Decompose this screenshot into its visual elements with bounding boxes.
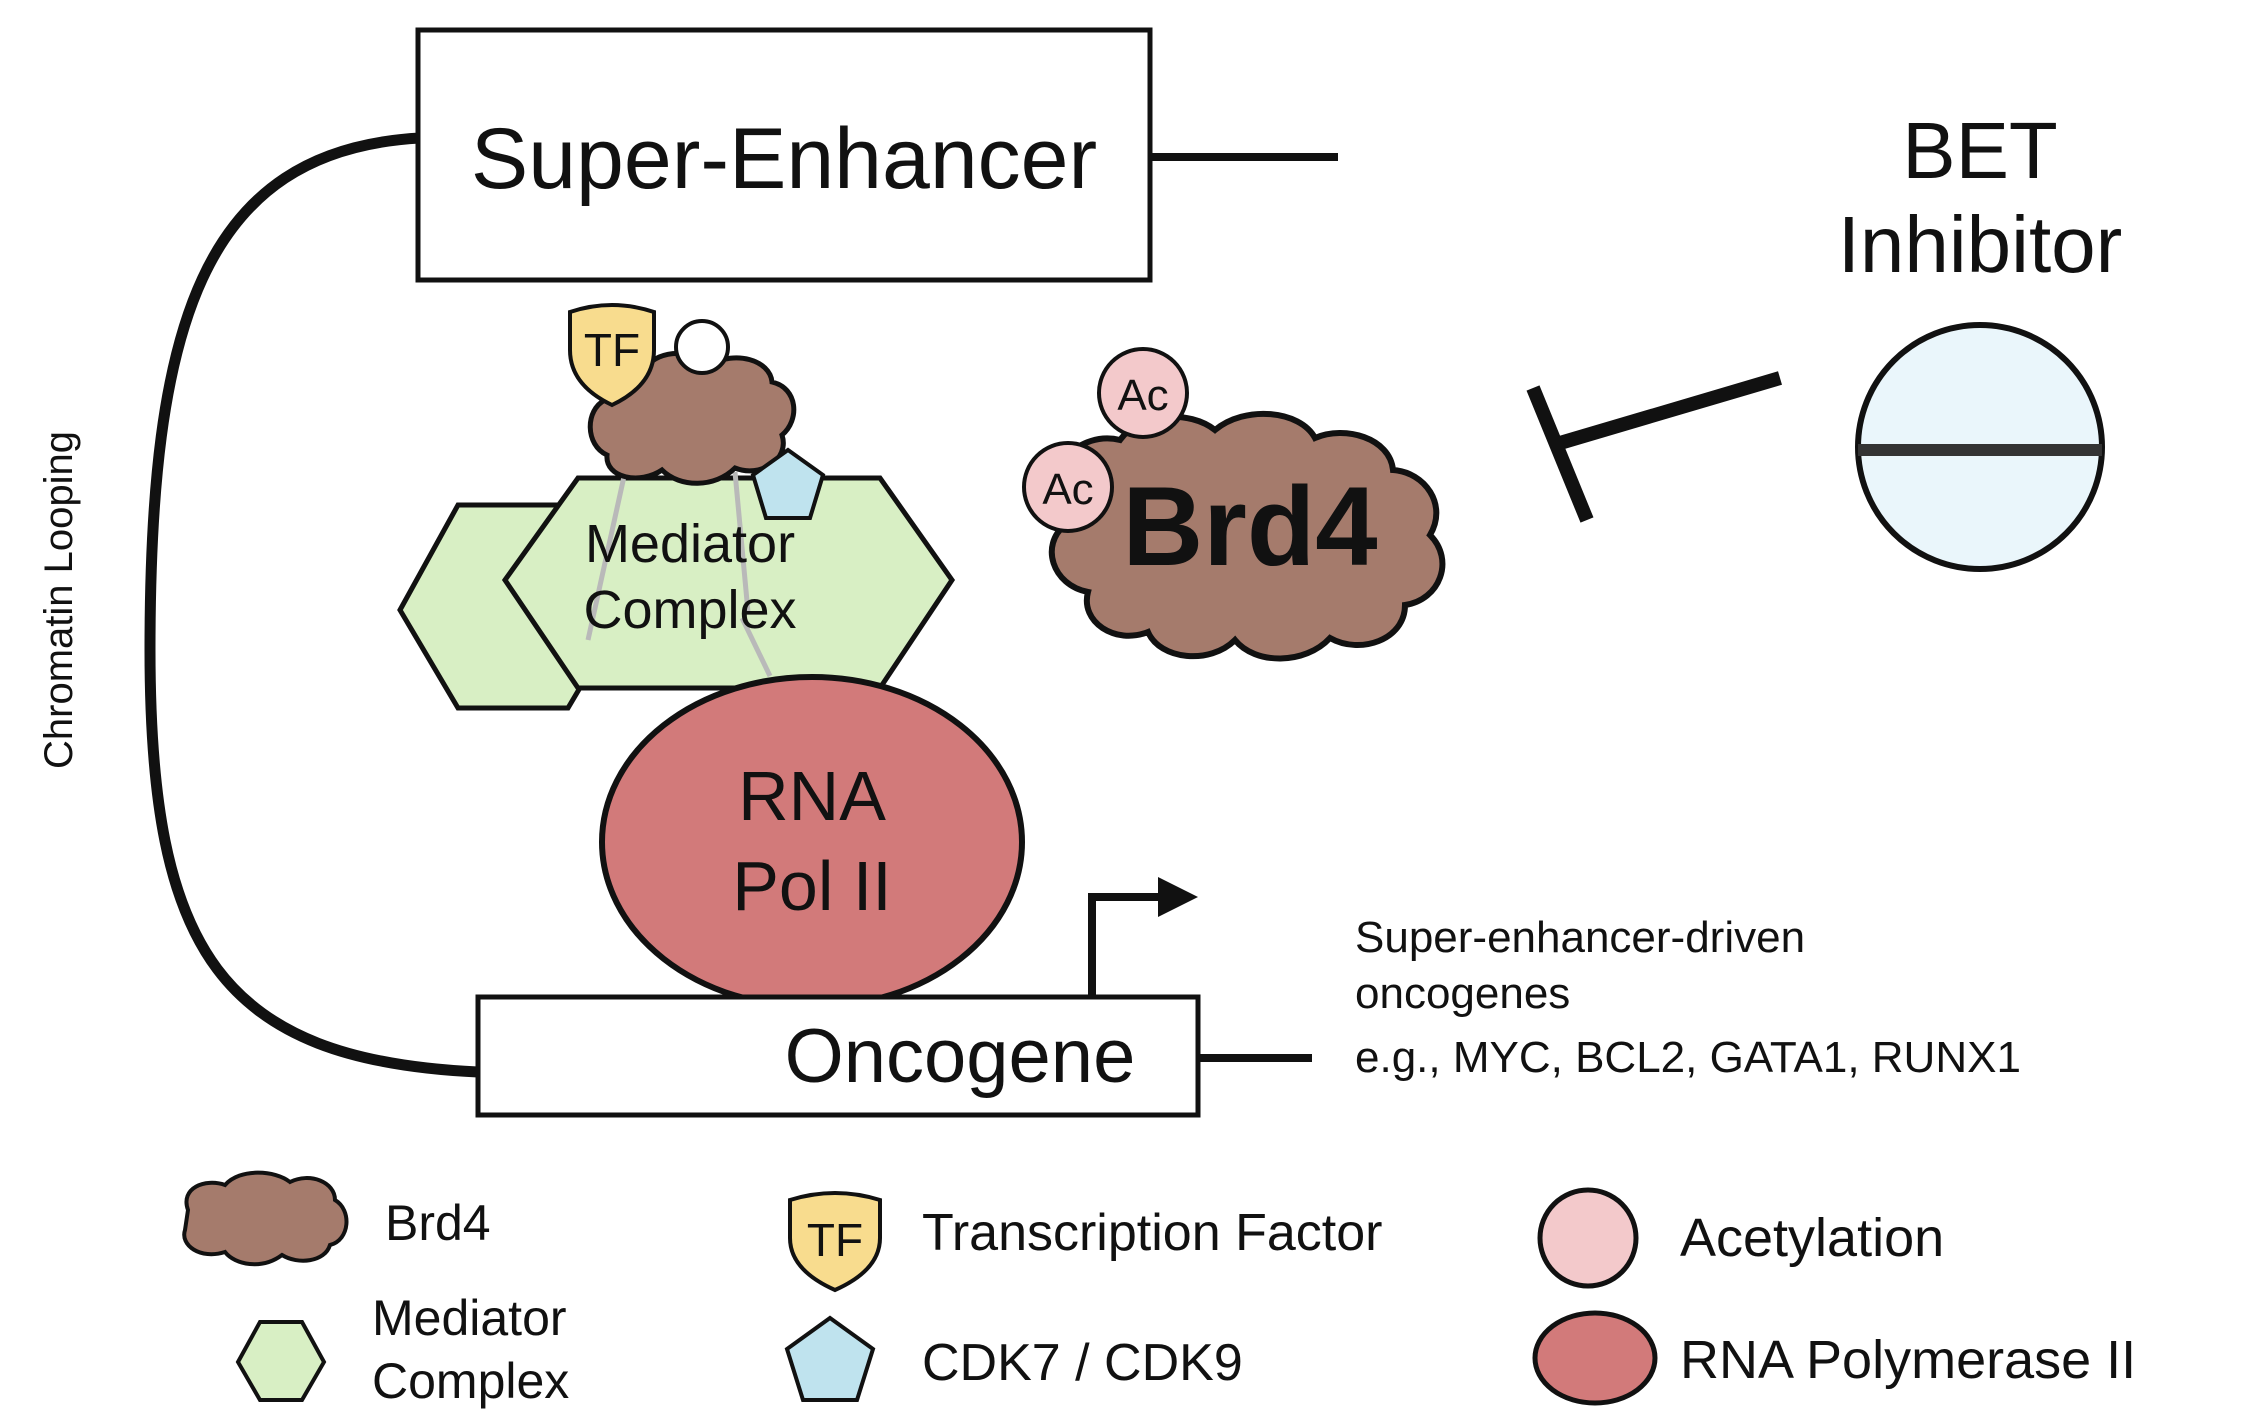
cdk-pentagon-icon [750,447,826,520]
mediator-connector [585,471,628,641]
brd4-blob-large [1048,410,1446,662]
transcription-factor-icon [568,303,656,408]
transcription-start-arrow [1088,877,1198,997]
legend-acetylation-label: Acetylation [1680,1208,1944,1268]
inhibition-bar [1526,385,1594,523]
bet-inhibitor-label-line1: BET [1902,106,2058,195]
brd4-label: Brd4 [1122,464,1377,589]
rna-pol-ii-ellipse [599,674,1025,1010]
rna-pol-ii-label-line2: Pol II [732,847,892,925]
tf-label: TF [584,324,640,376]
legend-tf-icon [788,1191,882,1293]
legend-rna-polymerase-label: RNA Polymerase II [1680,1330,2136,1390]
mediator-connector [739,616,773,678]
inhibition-line [1558,371,1782,450]
legend-brd4-icon [182,1170,349,1267]
super-enhancer-label: Super-Enhancer [471,111,1097,207]
mediator-hexagon-main [501,475,956,691]
legend-brd4-label: Brd4 [385,1195,491,1251]
genes-text-line1: Super-enhancer-driven [1355,913,1805,962]
legend-rna-polymerase-icon [1532,1310,1658,1406]
acetylation-mark [1097,347,1189,439]
legend-transcription-factor-label: Transcription Factor [922,1204,1382,1262]
small-circle-icon [674,319,730,375]
oncogene-label: Oncogene [785,1014,1136,1099]
legend-mediator-label-line1: Mediator [372,1290,567,1346]
legend-acetylation-icon [1537,1187,1639,1289]
ac-label: Ac [1042,465,1093,514]
genes-text-line2: oncogenes [1355,969,1570,1018]
legend-cdk-icon [784,1315,876,1402]
legend-mediator-label-line2: Complex [372,1353,569,1409]
legend-tf-symbol: TF [807,1214,863,1266]
mediator-complex-label-line1: Mediator [585,514,795,574]
chromatin-loop-curve [144,132,479,1078]
mediator-connector [732,471,751,613]
ac-label: Ac [1117,371,1168,420]
chromatin-looping-label: Chromatin Looping [37,431,81,769]
mediator-complex-label-line2: Complex [583,580,796,640]
legend-mediator-icon [235,1320,327,1402]
bet-inhibitor-label-line2: Inhibitor [1838,200,2123,289]
rna-pol-ii-label-line1: RNA [738,757,886,835]
acetylation-mark [1022,441,1114,533]
legend-cdk-label: CDK7 / CDK9 [922,1334,1243,1392]
genes-text-line3: e.g., MYC, BCL2, GATA1, RUNX1 [1355,1033,2021,1082]
